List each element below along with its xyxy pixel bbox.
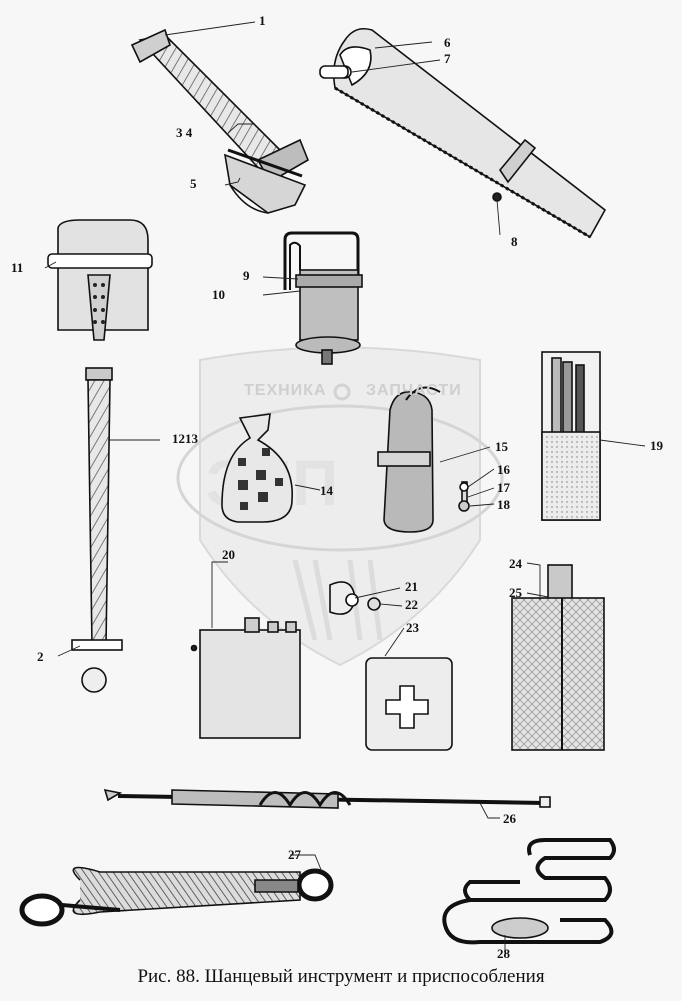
fire-extinguisher	[377, 386, 470, 533]
callout-7: 7	[444, 51, 451, 66]
callout-19: 19	[650, 438, 663, 453]
wire-snake	[442, 838, 616, 945]
callout-10: 10	[212, 287, 225, 302]
callout-15: 15	[495, 439, 508, 454]
callout-5: 5	[190, 176, 197, 191]
callout-11: 11	[11, 260, 24, 275]
shovel	[47, 219, 153, 693]
callout-3-4: 3 4	[176, 125, 193, 140]
callout-26: 26	[503, 811, 516, 826]
first-aid-kit	[365, 657, 453, 751]
callout-2: 2	[37, 649, 44, 664]
callout-20: 20	[222, 547, 235, 562]
callout-24: 24	[509, 556, 522, 571]
callout-1: 1	[259, 13, 266, 28]
callout-21: 21	[405, 579, 418, 594]
callout-22: 22	[405, 597, 418, 612]
callout-23: 23	[406, 620, 419, 635]
tool-case	[541, 351, 601, 521]
watermark-right-text: ЗАПЧАСТИ	[366, 382, 462, 399]
callout-6: 6	[444, 35, 451, 50]
canvas-case	[511, 564, 605, 751]
wing-nut	[329, 581, 381, 615]
saw	[319, 27, 607, 239]
callout-8: 8	[511, 234, 518, 249]
callout-12-13: 1213	[172, 431, 198, 446]
figure-caption: Рис. 88. Шанцевый инструмент и приспособ…	[137, 966, 545, 987]
bag	[221, 413, 293, 523]
callout-25: 25	[509, 585, 522, 600]
callout-28: 28	[497, 946, 510, 961]
callout-14: 14	[320, 483, 333, 498]
tow-cable	[19, 866, 334, 927]
callout-27: 27	[288, 847, 301, 862]
callout-17: 17	[497, 480, 510, 495]
leader-lines	[44, 21, 646, 955]
callout-9: 9	[243, 268, 250, 283]
callout-16: 16	[497, 462, 510, 477]
flask-container	[283, 231, 363, 365]
spiral-rod	[103, 788, 551, 809]
callout-18: 18	[497, 497, 510, 512]
watermark-left-text: ТЕХНИКА	[244, 382, 327, 399]
axe	[130, 28, 309, 214]
battery-box	[190, 617, 301, 739]
